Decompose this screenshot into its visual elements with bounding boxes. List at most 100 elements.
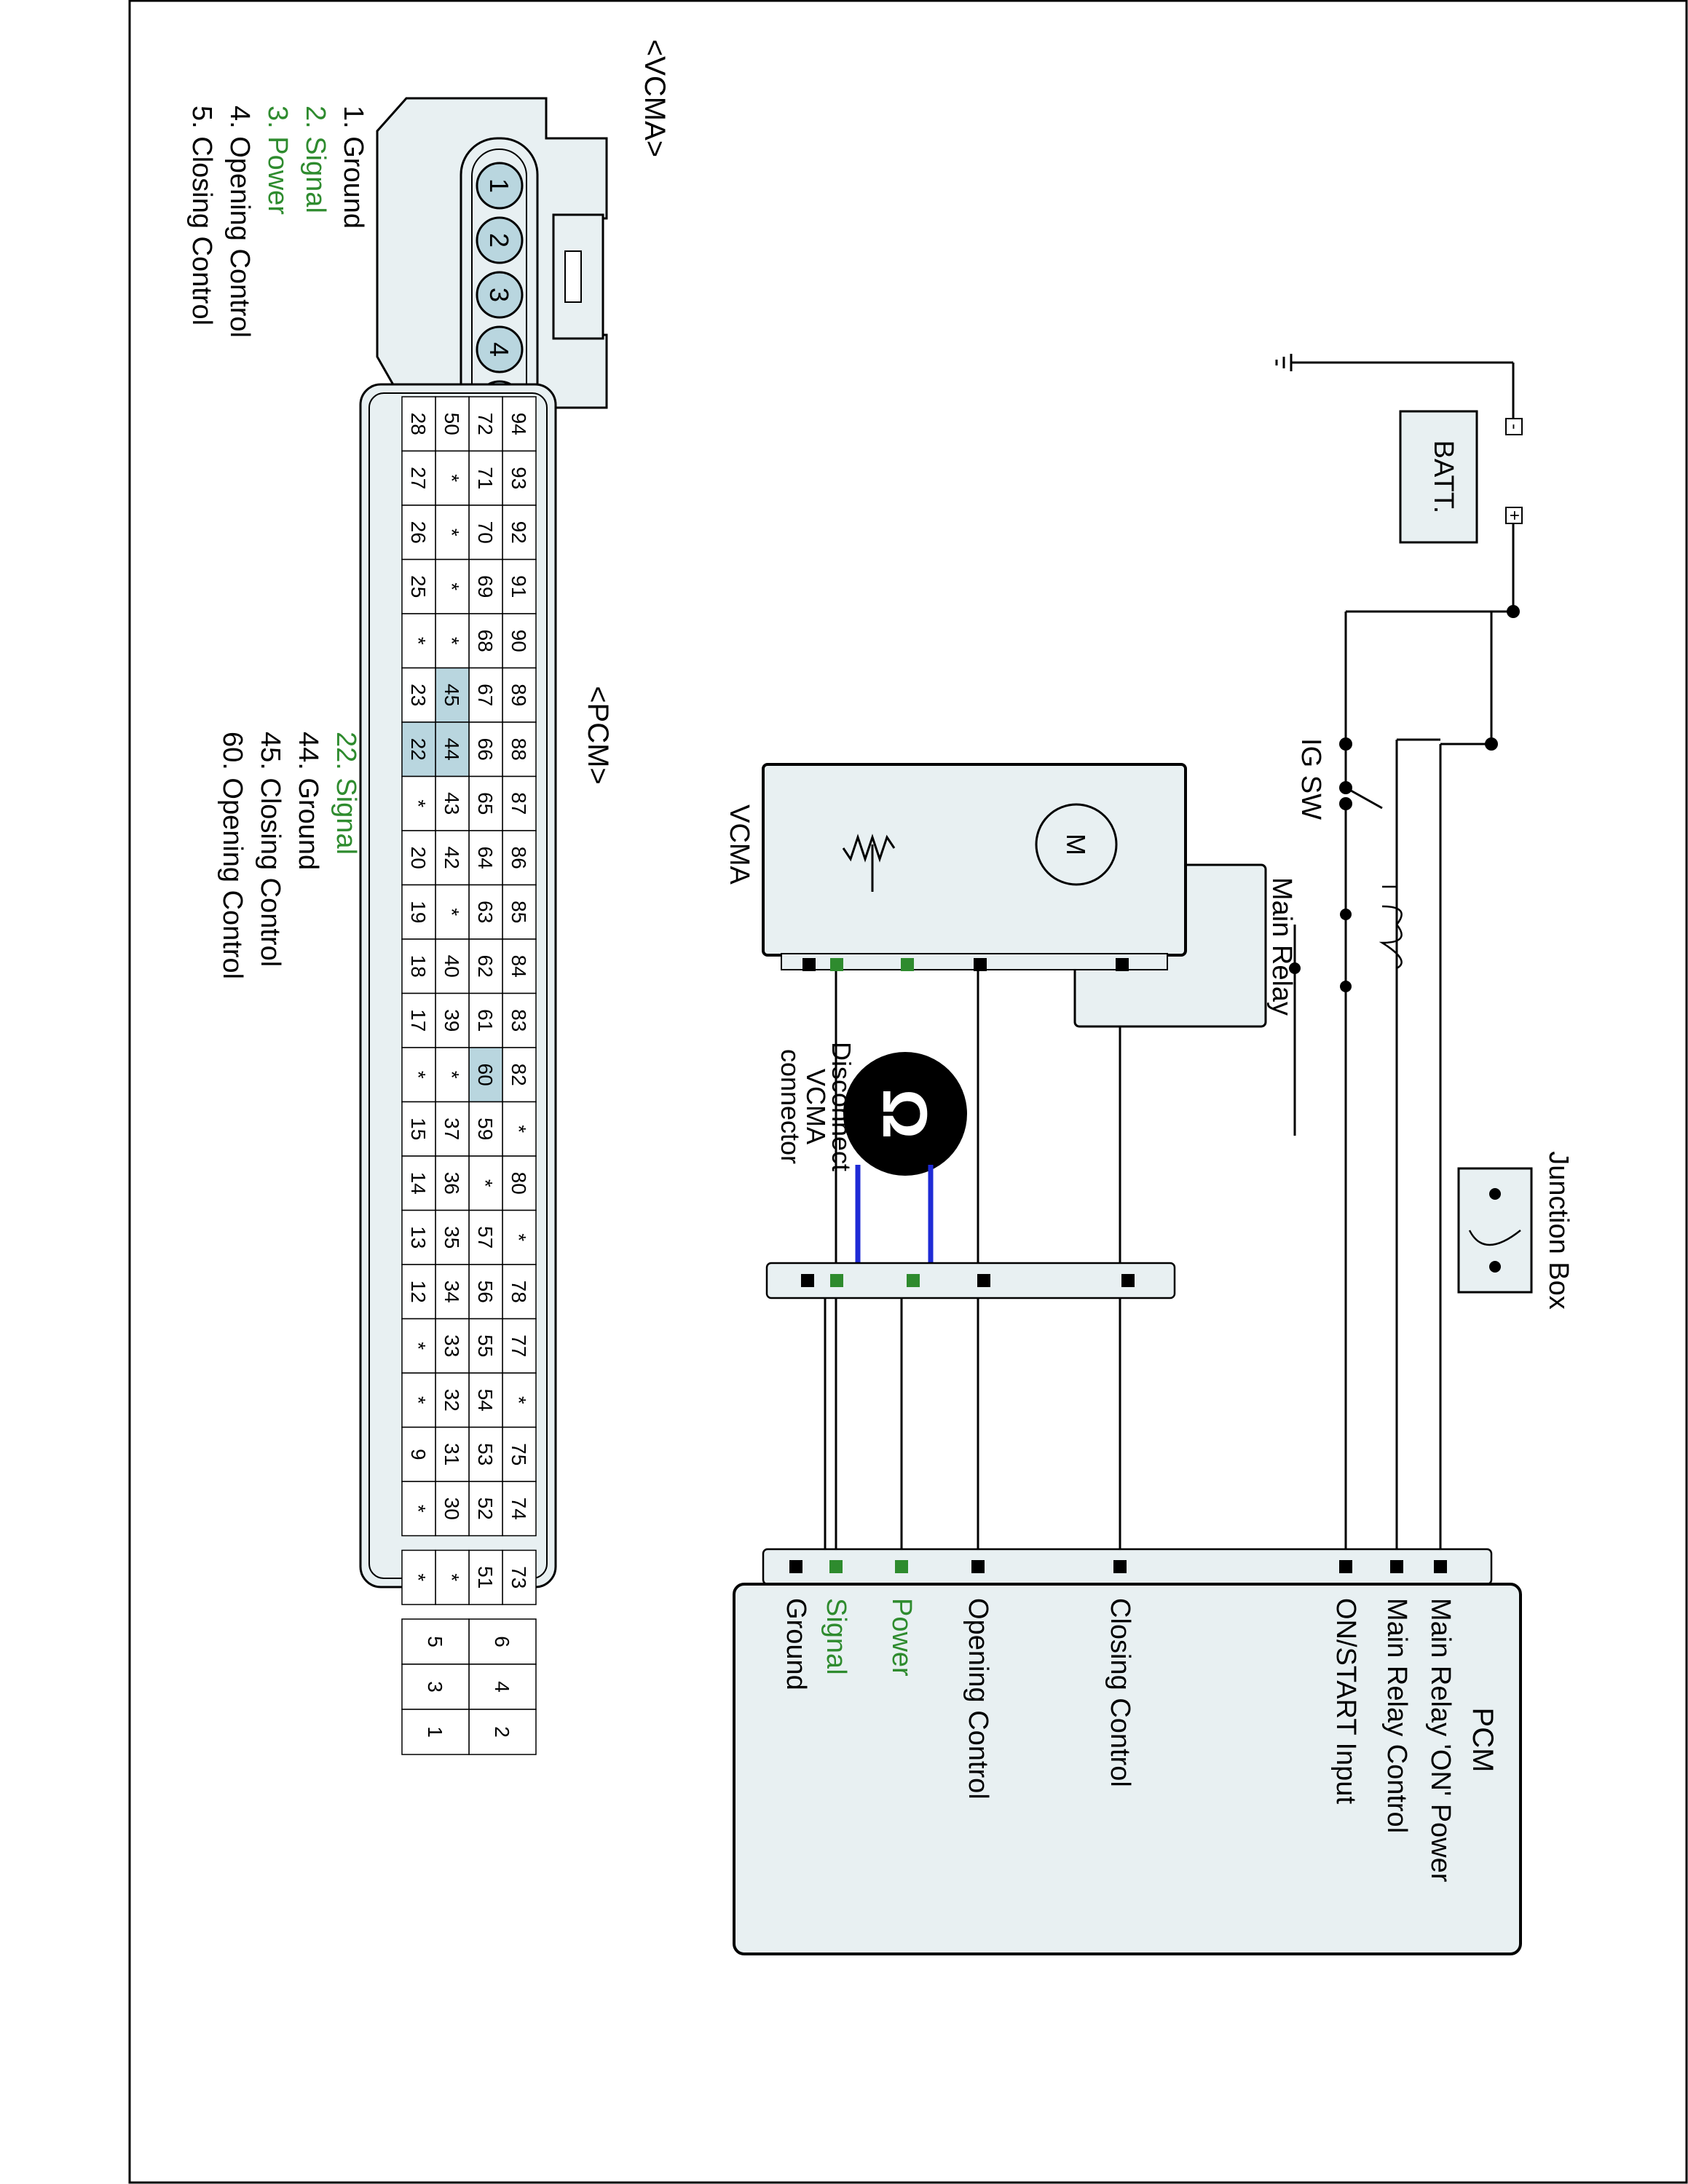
- pcm-legend-item: 60. Opening Control: [217, 732, 248, 979]
- pcm-label: PCM: [1467, 1708, 1499, 1773]
- pcm-pin-cell: 92: [502, 505, 537, 561]
- pcm-pin-number: 1: [424, 1726, 446, 1738]
- pcm-pin-number: 28: [407, 413, 430, 435]
- disconnect-line-2: VCMA: [801, 1069, 831, 1144]
- vcma-pin-number: 2: [484, 233, 514, 248]
- pcm-pin-number: 51: [474, 1566, 497, 1588]
- pcm-header-strip: [762, 1548, 1493, 1586]
- pcm-pin-cell: 66: [468, 721, 503, 778]
- pcm-pin-number: 84: [508, 955, 530, 978]
- pcm-pin-number: 6: [491, 1636, 513, 1647]
- pcm-pin-cell: *: [401, 1481, 436, 1537]
- pcm-pin-cell: 80: [502, 1155, 537, 1211]
- pcm-pin-number: 74: [508, 1497, 530, 1520]
- pcm-pin-number: 94: [508, 413, 530, 435]
- pcm-pin-cell: 82: [502, 1047, 537, 1103]
- pcm-pin-cell: 5: [401, 1618, 470, 1665]
- pcm-pin-cell: 44: [435, 721, 470, 778]
- pcm-pin-cell: 68: [468, 613, 503, 669]
- pcm-pin-number: 27: [407, 467, 430, 489]
- pcm-pin-number: 14: [407, 1172, 430, 1195]
- pcm-pin-number: 20: [407, 847, 430, 869]
- ohmmeter-icon: [843, 1052, 967, 1176]
- pcm-pin-number: 55: [474, 1334, 497, 1357]
- pcm-pin-cell: *: [401, 1047, 436, 1103]
- battery-minus-label: -: [1504, 424, 1524, 430]
- junction-box: [1457, 1167, 1533, 1294]
- pcm-pin-cell: 73: [502, 1549, 537, 1605]
- pcm-pin-number: *: [508, 1125, 530, 1133]
- pcm-pin-cell: 77: [502, 1318, 537, 1374]
- pcm-pin-number: 71: [474, 467, 497, 489]
- pcm-pin-cell: 36: [435, 1155, 470, 1211]
- pcm-pin-number: 32: [441, 1389, 463, 1412]
- relay-contacts: [1289, 909, 1352, 992]
- pcm-pin-label: ON/START Input: [1330, 1598, 1361, 1804]
- vcma-pin: 4: [476, 325, 524, 373]
- pcm-pin-cell: 86: [502, 830, 537, 886]
- vcma-pin-number: 3: [484, 288, 514, 302]
- pcm-pin-number: 67: [474, 684, 497, 706]
- potentiometer-icon: [842, 834, 896, 863]
- pcm-pin-number: 77: [508, 1334, 530, 1357]
- pcm-pin-cell: 43: [435, 775, 470, 831]
- wire-junction-dots: [1339, 605, 1520, 810]
- pcm-pin-number: 56: [474, 1281, 497, 1303]
- pcm-pin-number: 75: [508, 1443, 530, 1465]
- pcm-pin-cell: 34: [435, 1264, 470, 1320]
- battery: [1399, 410, 1478, 544]
- pcm-pin-cell: *: [435, 558, 470, 614]
- pcm-pin-number: 61: [474, 1009, 497, 1032]
- pcm-pin-label: Power: [886, 1598, 917, 1677]
- pcm-pin-cell: 74: [502, 1481, 537, 1537]
- pcm-pin-label: Opening Control: [963, 1598, 993, 1800]
- pcm-pin-cell: *: [502, 1101, 537, 1157]
- pcm-pin-cell: 94: [502, 396, 537, 452]
- pcm-pin-cell: 9: [401, 1426, 436, 1482]
- pcm-pin-cell: 57: [468, 1209, 503, 1265]
- pcm-pin-number: *: [407, 1505, 430, 1513]
- vcma-pin: 1: [476, 162, 524, 210]
- pcm-pin-number: 18: [407, 955, 430, 978]
- vcma-component-label: VCMA: [724, 804, 754, 885]
- pcm-pin-cell: 59: [468, 1101, 503, 1157]
- pcm-pin-cell: 87: [502, 775, 537, 831]
- pcm-pin-number: *: [474, 1179, 497, 1187]
- motor-label: M: [1061, 834, 1091, 855]
- pcm-pin-cell: 70: [468, 505, 503, 561]
- pcm-pin: Main Relay Control: [1381, 1560, 1412, 1833]
- vcma-pin-number: 1: [484, 178, 514, 193]
- vcma-legend-item: 2. Signal: [300, 106, 331, 213]
- pcm-pin-cell: 75: [502, 1426, 537, 1482]
- vcma-legend-item: 1. Ground: [338, 106, 368, 229]
- pcm-pin-cell: 30: [435, 1481, 470, 1537]
- pcm-pin-number: *: [407, 1071, 430, 1079]
- vcma-pin-markers: [802, 958, 1129, 971]
- pcm-pin-cell: 91: [502, 558, 537, 614]
- pcm-pin-cell: 28: [401, 396, 436, 452]
- pcm-pin-cell: 39: [435, 992, 470, 1048]
- pcm-pin-cell: 54: [468, 1372, 503, 1428]
- ig-sw-label: IG SW: [1295, 738, 1326, 820]
- pcm-pin-cell: 51: [468, 1549, 503, 1605]
- pcm-pin-number: *: [508, 1396, 530, 1404]
- pcm-pin-cell: 20: [401, 830, 436, 886]
- pcm-pin-cell: 35: [435, 1209, 470, 1265]
- pcm-pin-cell: 37: [435, 1101, 470, 1157]
- pcm-pin-number: 17: [407, 1009, 430, 1032]
- pcm-pin-cell: 23: [401, 667, 436, 723]
- relay-coil: [1379, 885, 1403, 970]
- pcm-pin-cell: *: [435, 450, 470, 506]
- pcm-pin-number: 3: [424, 1681, 446, 1693]
- pcm-pin-number: 64: [474, 847, 497, 869]
- pcm-pin-number: 66: [474, 738, 497, 761]
- pcm-pin-number: 88: [508, 738, 530, 761]
- pcm-connector-title: <PCM>: [582, 686, 614, 785]
- pcm-pin-cell: 83: [502, 992, 537, 1048]
- pcm-pin-cell: 55: [468, 1318, 503, 1374]
- pcm-legend-item: 44. Ground: [293, 732, 323, 870]
- pcm-pin-cell: 65: [468, 775, 503, 831]
- pcm-pin-cell: *: [401, 775, 436, 831]
- pcm-pin-number: 22: [407, 738, 430, 761]
- pcm-pin-number: 30: [441, 1497, 463, 1520]
